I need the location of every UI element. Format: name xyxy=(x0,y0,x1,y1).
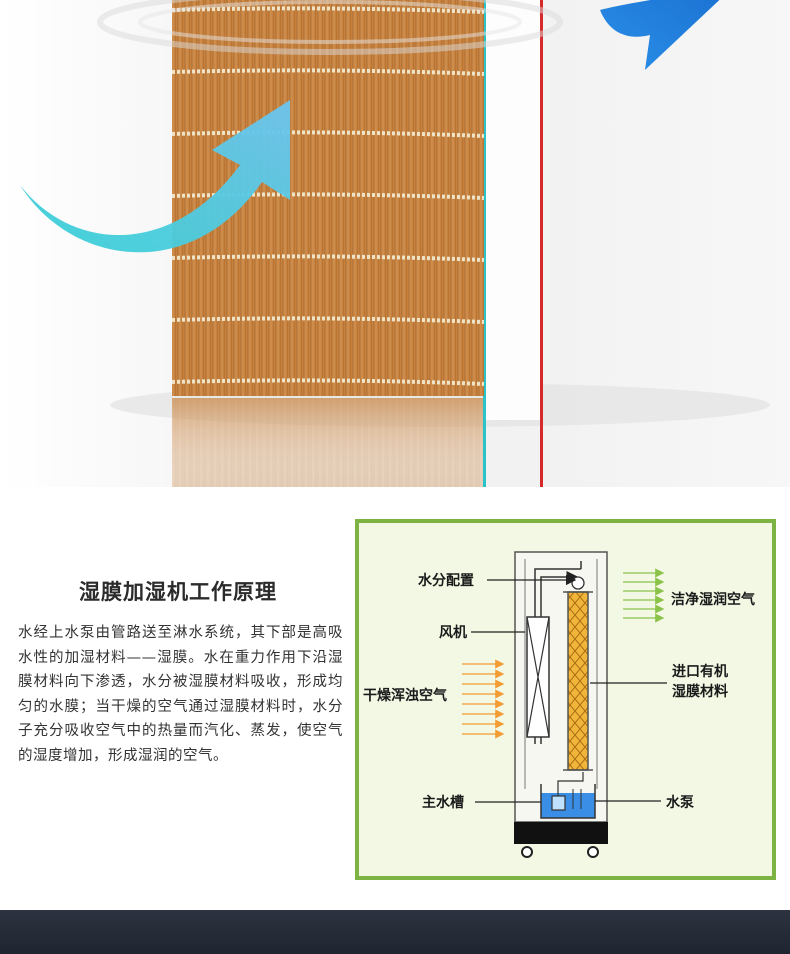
clean-air-arrows xyxy=(623,568,665,623)
pad-glue-band xyxy=(171,6,485,14)
hero-image xyxy=(0,0,790,487)
pad-bands xyxy=(171,6,485,386)
diagram-svg: 水分配置 风机 干燥浑浊空气 洁净湿润空气 进口有机 湿膜材料 主水槽 水泵 xyxy=(355,519,776,880)
water-pump xyxy=(551,795,566,811)
pad-glue-band xyxy=(171,68,485,76)
pad-glue-band xyxy=(171,130,485,138)
label-fan: 风机 xyxy=(439,624,467,641)
distributor-head xyxy=(571,576,585,590)
pump-line xyxy=(557,772,584,796)
air-swirl xyxy=(97,0,563,55)
working-principle-diagram: 水分配置 风机 干燥浑浊空气 洁净湿润空气 进口有机 湿膜材料 主水槽 水泵 xyxy=(355,519,776,880)
hero-illustration xyxy=(20,0,770,487)
main-water-tank xyxy=(541,793,595,818)
section-description: 水经上水泵由管路送至淋水系统，其下部是高吸水性的加湿材料——湿膜。水在重力作用下… xyxy=(18,625,343,764)
air-swirl-inner xyxy=(138,0,522,44)
pad-glue-band xyxy=(171,254,485,262)
label-material-line2: 湿膜材料 xyxy=(672,683,728,700)
air-out-arrow-icon xyxy=(600,0,720,70)
humidifying-material xyxy=(567,591,589,771)
wheel-left-icon xyxy=(521,846,533,858)
label-material-line1: 进口有机 xyxy=(672,663,728,680)
fan-cross xyxy=(526,616,550,738)
air-in-arrow-icon xyxy=(20,100,290,253)
footer-band xyxy=(0,910,790,954)
label-main-tank: 主水槽 xyxy=(422,794,464,811)
label-dry-air: 干燥浑浊空气 xyxy=(363,687,447,704)
label-pump: 水泵 xyxy=(666,794,694,811)
pad-glue-band xyxy=(171,316,485,324)
cabinet-base xyxy=(514,822,608,844)
pad-glue-band xyxy=(171,192,485,200)
red-edge xyxy=(540,0,543,487)
label-water-distribution: 水分配置 xyxy=(418,572,474,589)
pad-glue-band xyxy=(171,378,485,386)
label-clean-air: 洁净湿润空气 xyxy=(671,591,755,608)
unit-side-panel xyxy=(484,0,540,420)
reflection-fade xyxy=(172,398,484,487)
section-title: 湿膜加湿机工作原理 xyxy=(79,580,277,604)
dry-air-arrows xyxy=(462,659,505,739)
wheel-right-icon xyxy=(587,846,599,858)
cyan-edge xyxy=(483,0,486,487)
